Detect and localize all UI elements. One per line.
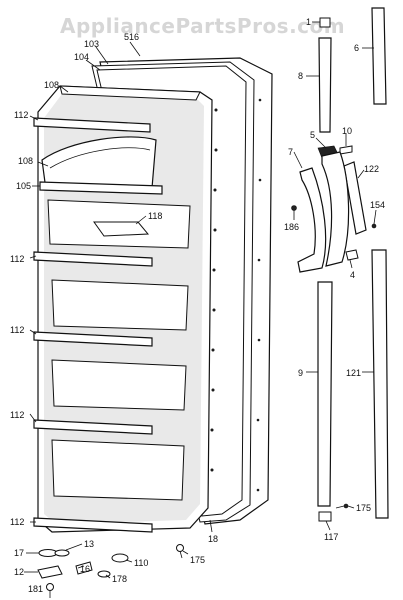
callout-labels: 1 6 8 5 10 7 122 154 186 4 9 121 175 117…	[10, 17, 385, 594]
part-10	[339, 145, 353, 155]
part-17	[38, 549, 58, 557]
callout-105: 105	[16, 181, 31, 191]
callout-17: 17	[14, 548, 24, 558]
callout-181: 181	[28, 584, 43, 594]
callout-178: 178	[112, 574, 127, 584]
callout-118: 118	[148, 211, 162, 221]
callout-175-right: 175	[356, 503, 371, 513]
bottom-hardware	[37, 544, 184, 598]
callout-103: 103	[84, 39, 99, 49]
part-121-trim	[371, 249, 389, 519]
part-8-upper-trim	[318, 37, 332, 133]
shelf-bar-5	[33, 419, 153, 435]
callout-112-1: 112	[14, 110, 28, 120]
callout-117: 117	[324, 532, 338, 542]
callout-18: 18	[208, 534, 218, 544]
callout-112-5: 112	[10, 517, 24, 527]
screw-186	[291, 205, 297, 211]
part-122-handle-trim	[343, 161, 367, 235]
callout-16: 16	[80, 564, 90, 574]
callout-112-2: 112	[10, 254, 24, 264]
watermark-text: AppliancePartsPros.com	[60, 14, 345, 38]
callout-110: 110	[134, 558, 148, 568]
part-178	[97, 570, 111, 578]
screw-175	[176, 544, 184, 552]
shelf-bars	[33, 85, 201, 533]
part-181	[46, 583, 54, 591]
part-6-trim	[371, 7, 387, 105]
callout-9: 9	[298, 368, 303, 378]
callout-10: 10	[342, 126, 352, 136]
part-16	[75, 561, 93, 575]
part-4	[345, 249, 359, 261]
part-110	[111, 553, 129, 563]
part-117-cap	[318, 511, 332, 522]
callout-7: 7	[288, 147, 293, 157]
callout-516: 516	[124, 32, 139, 42]
callout-6: 6	[354, 43, 359, 53]
screw-154	[371, 223, 377, 229]
shelf-bar-1	[33, 117, 151, 133]
shelf-bar-2	[39, 181, 163, 195]
callout-122: 122	[364, 164, 379, 174]
leader-lines	[24, 21, 377, 579]
callout-154: 154	[370, 200, 385, 210]
callout-112-3: 112	[10, 325, 24, 335]
callout-186: 186	[284, 222, 299, 232]
callout-175-bottom: 175	[190, 555, 205, 565]
right-parts	[291, 7, 389, 522]
part-7-handle	[297, 167, 327, 273]
callout-8: 8	[298, 71, 303, 81]
part-12	[37, 565, 63, 579]
callout-5: 5	[310, 130, 315, 140]
callout-4: 4	[350, 270, 355, 280]
part-1-cap	[319, 17, 331, 28]
screw-175-right	[343, 503, 349, 509]
callout-1: 1	[306, 17, 311, 27]
callout-121: 121	[346, 368, 361, 378]
door-rivets	[210, 98, 262, 492]
callout-108-top: 108	[44, 80, 59, 90]
callout-12: 12	[14, 567, 24, 577]
callout-112-4: 112	[10, 410, 24, 420]
callout-104: 104	[74, 52, 89, 62]
callout-13: 13	[84, 539, 94, 549]
shelf-bar-6	[33, 517, 153, 533]
shelf-bar-3	[33, 251, 153, 267]
callout-108-dairy: 108	[18, 156, 33, 166]
door-body	[37, 57, 273, 533]
shelf-bar-4	[33, 331, 153, 347]
part-9-lower-trim	[317, 281, 333, 507]
